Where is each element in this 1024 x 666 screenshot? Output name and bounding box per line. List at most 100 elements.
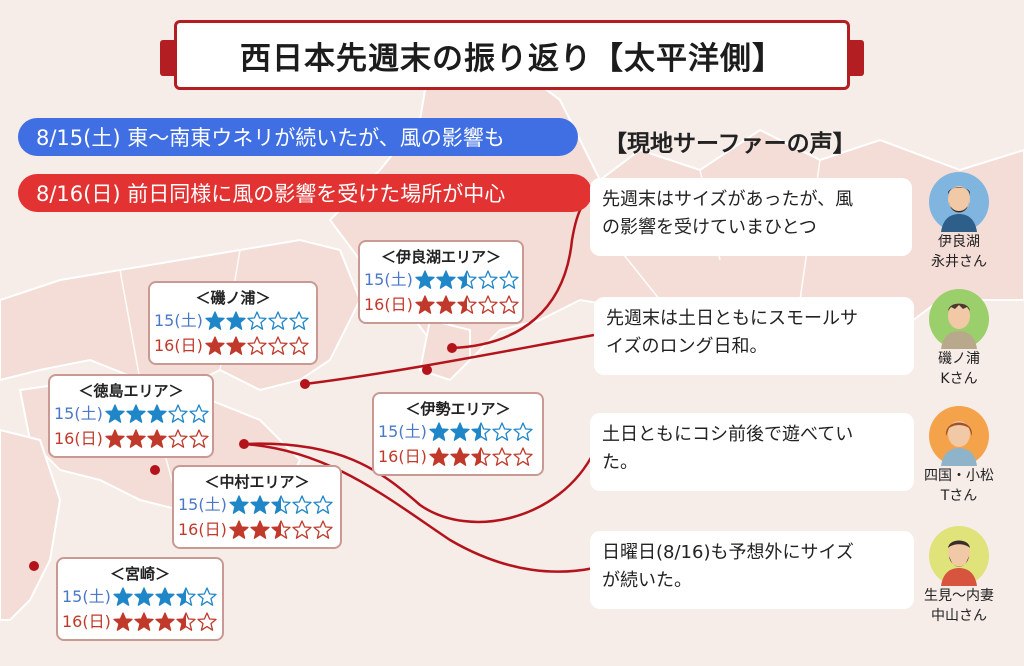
star-empty-icon (292, 519, 312, 539)
voice-bubble-irago: 先週末はサイズがあったが、風 の影響を受けていまひとつ (590, 178, 912, 256)
star-empty-icon (247, 335, 267, 355)
star-half-icon (471, 446, 491, 466)
area-name: ＜宮崎＞ (109, 565, 170, 583)
title-banner: 西日本先週末の振り返り【太平洋側】 (160, 12, 864, 90)
star-full-icon (436, 294, 456, 314)
star-empty-icon (292, 494, 312, 514)
star-empty-icon (268, 310, 288, 330)
star-full-icon (429, 421, 449, 441)
star-empty-icon (478, 269, 498, 289)
area-name: ＜徳島エリア＞ (78, 382, 184, 400)
person-location: 四国・小松 (924, 468, 994, 484)
star-full-icon (229, 519, 249, 539)
person-k: 磯ノ浦 Kさん (919, 289, 999, 389)
star-full-icon (155, 611, 175, 631)
person-location: 磯ノ浦 (938, 351, 980, 367)
sun-label: 16(日) (364, 295, 413, 314)
star-full-icon (147, 403, 167, 423)
star-full-icon (134, 586, 154, 606)
summary-sunday: 8/16(日) 前日同様に風の影響を受けた場所が中心 (18, 174, 592, 212)
star-half-icon (176, 586, 196, 606)
star-full-icon (205, 310, 225, 330)
page-title: 西日本先週末の振り返り【太平洋側】 (174, 20, 850, 90)
star-half-icon (176, 611, 196, 631)
area-card-irago: ＜伊良湖エリア＞ 15(土) 16(日) (358, 240, 524, 324)
star-empty-icon (247, 310, 267, 330)
avatar-icon (929, 526, 989, 586)
voice-text-line: イズのロング日和。 (606, 336, 768, 357)
sun-rating-stars (205, 335, 310, 356)
sat-label: 15(土) (378, 422, 427, 441)
area-name: ＜伊良湖エリア＞ (380, 248, 501, 266)
star-empty-icon (168, 428, 188, 448)
star-half-icon (471, 421, 491, 441)
star-full-icon (436, 269, 456, 289)
summary-saturday: 8/15(土) 東〜南東ウネリが続いたが、風の影響も (18, 118, 578, 156)
star-full-icon (450, 446, 470, 466)
star-full-icon (134, 611, 154, 631)
star-full-icon (126, 403, 146, 423)
sun-label: 16(日) (154, 336, 203, 355)
voice-text-line: が続いた。 (602, 570, 692, 591)
area-card-isonoura: ＜磯ノ浦＞ 15(土) 16(日) (148, 281, 318, 365)
area-card-ise: ＜伊勢エリア＞ 15(土) 16(日) (372, 392, 544, 476)
sun-rating-stars (105, 428, 210, 449)
star-empty-icon (289, 310, 309, 330)
star-empty-icon (499, 294, 519, 314)
voice-text-line: 日曜日(8/16)も予想外にサイズ (602, 542, 854, 563)
star-empty-icon (513, 421, 533, 441)
person-location: 伊良湖 (938, 234, 980, 250)
star-empty-icon (168, 403, 188, 423)
star-full-icon (105, 403, 125, 423)
sat-label: 15(土) (62, 587, 111, 606)
sat-rating-stars (415, 269, 520, 290)
area-name: ＜中村エリア＞ (204, 473, 310, 491)
star-full-icon (450, 421, 470, 441)
voice-bubble-nukumi: 日曜日(8/16)も予想外にサイズ が続いた。 (590, 531, 914, 609)
star-full-icon (250, 494, 270, 514)
person-name: 永井さん (931, 254, 987, 270)
star-empty-icon (492, 421, 512, 441)
sun-rating-stars (429, 446, 534, 467)
star-empty-icon (313, 519, 333, 539)
star-full-icon (250, 519, 270, 539)
avatar-icon (929, 289, 989, 349)
sun-rating-stars (113, 611, 218, 632)
sat-rating-stars (429, 421, 534, 442)
star-half-icon (271, 519, 291, 539)
star-empty-icon (197, 586, 217, 606)
person-t: 四国・小松 Tさん (919, 406, 999, 506)
voice-text-line: の影響を受けていまひとつ (602, 217, 817, 238)
sat-label: 15(土) (364, 270, 413, 289)
avatar-icon (929, 406, 989, 466)
sat-rating-stars (229, 494, 334, 515)
voice-text-line: 先週末はサイズがあったが、風 (602, 189, 854, 210)
voices-heading: 【現地サーファーの声】 (604, 131, 856, 157)
star-half-icon (271, 494, 291, 514)
sun-label: 16(日) (54, 429, 103, 448)
star-full-icon (229, 494, 249, 514)
star-full-icon (147, 428, 167, 448)
sun-rating-stars (229, 519, 334, 540)
sat-label: 15(土) (54, 404, 103, 423)
person-name: 中山さん (931, 608, 987, 624)
person-location: 生見〜内妻 (924, 588, 994, 604)
person-name: Tさん (940, 488, 978, 504)
sun-rating-stars (415, 294, 520, 315)
voice-text-line: 土日ともにコシ前後で遊べてい (602, 424, 854, 445)
voice-bubble-komatsu: 土日ともにコシ前後で遊べてい た。 (590, 413, 914, 491)
area-name: ＜伊勢エリア＞ (405, 400, 511, 418)
star-empty-icon (313, 494, 333, 514)
sun-label: 16(日) (62, 612, 111, 631)
sat-rating-stars (113, 586, 218, 607)
star-empty-icon (499, 269, 519, 289)
star-empty-icon (289, 335, 309, 355)
connector-lines (243, 198, 596, 573)
sat-rating-stars (105, 403, 210, 424)
star-full-icon (226, 335, 246, 355)
area-card-nakamura: ＜中村エリア＞ 15(土) 16(日) (172, 465, 342, 549)
star-half-icon (457, 269, 477, 289)
star-half-icon (457, 294, 477, 314)
star-full-icon (155, 586, 175, 606)
star-full-icon (226, 310, 246, 330)
